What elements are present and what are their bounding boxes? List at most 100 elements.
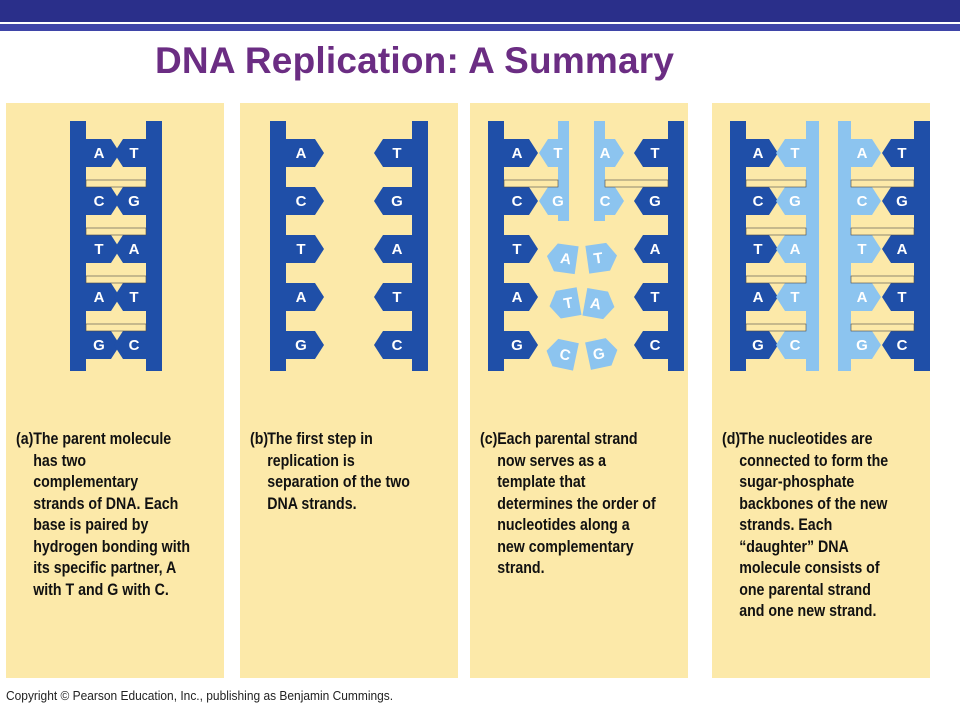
hydrogen-bond <box>850 275 915 284</box>
base-label: C <box>897 337 908 354</box>
base-label: A <box>753 145 764 162</box>
hydrogen-bond <box>745 275 807 284</box>
hydrogen-bond <box>85 323 147 332</box>
base-block <box>594 139 624 167</box>
base-label: C <box>94 193 105 210</box>
daughter-2-new-backbone <box>838 121 851 371</box>
base-block <box>851 235 881 263</box>
base-block <box>634 187 668 215</box>
base-block <box>882 235 914 263</box>
base-label: T <box>94 241 103 258</box>
right-backbone <box>146 121 162 371</box>
panel-b-text: The first step in replication is separat… <box>267 430 410 513</box>
base-label: C <box>753 193 764 210</box>
base-label: A <box>897 241 908 258</box>
panel-a-text: The parent molecule has two complementar… <box>33 430 191 599</box>
base-label: T <box>790 289 799 306</box>
new-nucleotide-left: C <box>546 338 579 371</box>
base-block <box>851 331 881 359</box>
daughter-2-parental-backbone <box>914 121 930 371</box>
new-nucleotide-left: A <box>546 243 579 275</box>
left-new-backbone <box>558 121 569 221</box>
base-block <box>594 187 624 215</box>
base-label: C <box>512 193 523 210</box>
base-block <box>114 187 146 215</box>
panel-d-text: The nucleotides are connected to form th… <box>739 430 889 620</box>
base-block <box>776 187 806 215</box>
base-label: G <box>591 345 606 364</box>
base-label: A <box>589 295 603 314</box>
base-block <box>114 331 146 359</box>
daughter-1-parental-backbone <box>730 121 746 371</box>
base-label: C <box>650 337 661 354</box>
base-label: A <box>94 289 105 306</box>
new-nucleotide-right: A <box>594 139 624 167</box>
base-block <box>114 139 146 167</box>
right-new-backbone <box>594 121 605 221</box>
base-block <box>546 338 579 371</box>
left-parental-backbone <box>270 121 286 371</box>
base-block <box>882 283 914 311</box>
base-label: T <box>857 241 866 258</box>
base-block <box>851 187 881 215</box>
base-label: A <box>296 289 307 306</box>
base-label: G <box>856 337 868 354</box>
hydrogen-bond <box>745 323 807 332</box>
base-label: A <box>753 289 764 306</box>
base-block <box>634 331 668 359</box>
base-block <box>86 235 120 263</box>
panel-a-caption: (a) The parent molecule has two compleme… <box>16 429 192 601</box>
base-label: G <box>789 193 801 210</box>
daughter-1-new-backbone <box>806 121 819 371</box>
hydrogen-bond <box>85 275 147 284</box>
new-nucleotide-left: G <box>539 187 569 215</box>
base-label: A <box>296 145 307 162</box>
base-label: A <box>94 145 105 162</box>
base-block <box>286 187 324 215</box>
left-backbone <box>70 121 86 371</box>
base-label: G <box>552 193 564 210</box>
base-block <box>504 139 538 167</box>
base-block <box>86 331 120 359</box>
base-block <box>504 331 538 359</box>
base-block <box>746 187 778 215</box>
new-nucleotide-right: C <box>594 187 624 215</box>
hydrogen-bond <box>745 227 807 236</box>
base-label: A <box>790 241 801 258</box>
hydrogen-bond <box>850 179 915 188</box>
base-block <box>634 139 668 167</box>
base-block <box>286 139 324 167</box>
header-bar <box>0 0 960 22</box>
base-label: T <box>753 241 762 258</box>
panel-d-letter: (d) <box>722 430 741 448</box>
right-parental-backbone <box>668 121 684 371</box>
right-parental-backbone <box>412 121 428 371</box>
header-bar-accent <box>0 24 960 31</box>
hydrogen-bond <box>85 227 147 236</box>
base-label: T <box>650 289 659 306</box>
base-block <box>114 283 146 311</box>
panel-d-caption: (d) The nucleotides are connected to for… <box>722 429 898 623</box>
hydrogen-bond <box>850 227 915 236</box>
base-block <box>882 187 914 215</box>
base-label: T <box>790 145 799 162</box>
base-label: T <box>129 289 138 306</box>
base-label: A <box>129 241 140 258</box>
base-label: T <box>392 289 401 306</box>
base-block <box>286 331 324 359</box>
base-label: T <box>897 145 906 162</box>
hydrogen-bond <box>503 179 559 188</box>
base-block <box>546 243 579 275</box>
base-block <box>539 187 569 215</box>
new-nucleotide-right: A <box>582 287 615 320</box>
base-label: T <box>562 294 574 312</box>
base-label: G <box>896 193 908 210</box>
base-block <box>374 139 412 167</box>
